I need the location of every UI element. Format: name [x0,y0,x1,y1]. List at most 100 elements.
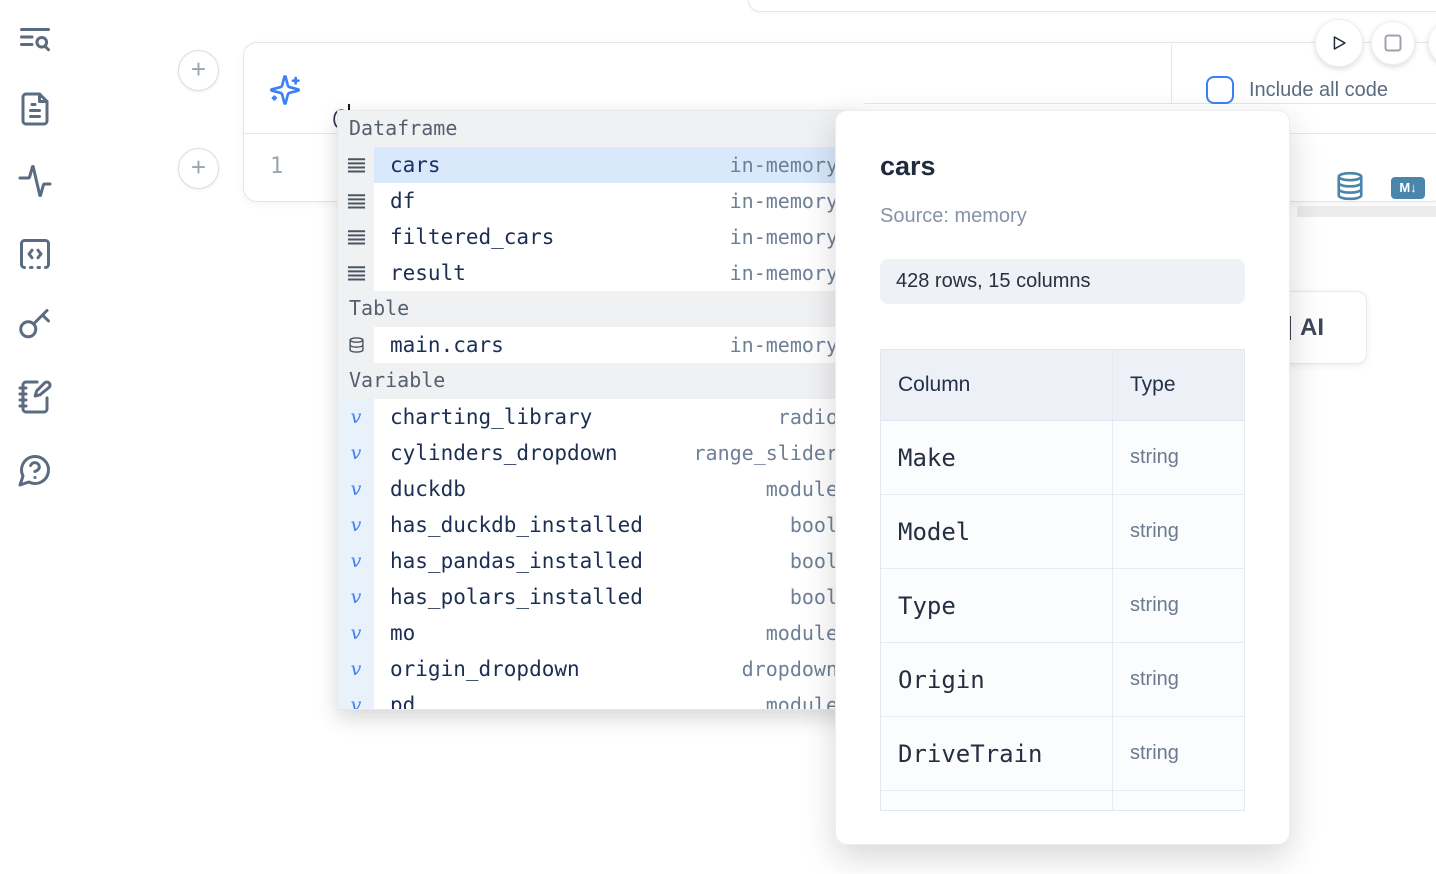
shape-badge: 428 rows, 15 columns [880,259,1245,304]
file-text-icon[interactable] [17,91,55,129]
include-all-code-checkbox[interactable] [1206,76,1234,104]
dataframe-rows-icon [338,147,374,183]
add-cell-below-button[interactable]: + [178,148,219,189]
autocomplete-item[interactable]: v has_duckdb_installed bool [338,507,856,543]
variable-icon: v [338,687,374,709]
markdown-toggle-icon[interactable]: M↓ [1391,177,1425,199]
sidebar [0,0,72,874]
autocomplete-item-type: radio [777,405,838,429]
autocomplete-item-name: has_polars_installed [390,585,643,609]
column-type-cell: string [1130,594,1179,616]
column-name-cell: Make [881,421,1113,494]
autocomplete-item-name: has_duckdb_installed [390,513,643,537]
stop-button[interactable] [1371,21,1415,65]
column-type-cell [1113,791,1244,810]
schema-table-row-partial [881,791,1244,810]
preview-title: cars [880,151,936,181]
schema-table-row: Type string [881,569,1244,643]
variable-icon: v [338,651,374,687]
autocomplete-item-name: cylinders_dropdown [390,441,618,465]
column-header: Column [881,350,1113,420]
autocomplete-item[interactable]: main.cars in-memory [338,327,856,363]
autocomplete-item-type: dropdown [741,657,838,681]
sparkles-ai-icon [269,74,301,106]
column-name-cell: Model [881,495,1113,568]
ai-button-label: AI [1300,313,1324,341]
column-type-cell: string [1130,446,1179,468]
dataframe-rows-icon [338,219,374,255]
key-icon[interactable] [17,306,55,344]
line-number: 1 [270,154,284,179]
autocomplete-item-name: main.cars [390,333,504,357]
include-all-code-box: Include all code [1171,45,1436,104]
autocomplete-section-header: Dataframe [338,111,856,147]
dataframe-rows-icon [338,255,374,291]
stop-icon [1384,34,1402,52]
variable-icon: v [338,543,374,579]
variable-icon: v [338,507,374,543]
autocomplete-item[interactable]: v has_pandas_installed bool [338,543,856,579]
include-all-code-label[interactable]: Include all code [1249,79,1388,101]
autocomplete-item-name: result [390,261,466,285]
autocomplete-item-type: in-memory [729,225,838,249]
autocomplete-section-header: Table [338,291,856,327]
preview-source: Source: memory [880,205,1027,227]
autocomplete-item[interactable]: result in-memory [338,255,856,291]
help-chat-question-icon[interactable] [17,452,55,490]
scratchpad-notebook-pen-icon[interactable] [17,379,55,417]
autocomplete-item-type: in-memory [729,333,838,357]
autocomplete-item-type: in-memory [729,153,838,177]
schema-table-header-row: Column Type [881,350,1244,421]
autocomplete-item-type: bool [789,549,838,573]
database-sources-icon[interactable] [1335,170,1365,202]
activity-icon[interactable] [17,163,55,201]
autocomplete-item[interactable]: v origin_dropdown dropdown [338,651,856,687]
add-cell-above-button[interactable]: + [178,50,219,91]
autocomplete-item-name: df [390,189,416,213]
schema-table-row: Origin string [881,643,1244,717]
variable-icon: v [338,579,374,615]
play-icon [1333,36,1346,50]
variable-icon: v [338,615,374,651]
database-icon [338,327,374,363]
variable-icon: v [338,435,374,471]
autocomplete-item[interactable]: v cylinders_dropdown range_slider [338,435,856,471]
column-type-cell: string [1130,742,1179,764]
column-type-cell: string [1130,520,1179,542]
file-explorer-search-icon[interactable] [17,22,55,60]
prompt-divider [864,103,1171,104]
autocomplete-item-type: bool [789,513,838,537]
autocomplete-item-name: has_pandas_installed [390,549,643,573]
autocomplete-item-type: module [765,477,838,501]
autocomplete-item-name: mo [390,621,416,645]
type-header: Type [1130,373,1176,396]
column-name-cell: Origin [881,643,1113,716]
autocomplete-item-name: origin_dropdown [390,657,580,681]
autocomplete-item-type: in-memory [729,261,838,285]
column-name-cell: Type [881,569,1113,642]
autocomplete-item[interactable]: cars in-memory [338,147,856,183]
schema-table-row: Make string [881,421,1244,495]
autocomplete-item-name: cars [390,153,441,177]
column-type-cell: string [1130,668,1179,690]
snippets-code-icon[interactable] [17,236,55,274]
autocomplete-item-name: duckdb [390,477,466,501]
column-name-cell [881,791,1113,810]
autocomplete-item-type: range_slider [693,441,839,465]
autocomplete-item-type: module [765,621,838,645]
dataframe-rows-icon [338,183,374,219]
console-divider [1297,206,1436,217]
run-cell-button[interactable] [1315,19,1363,67]
variable-icon: v [338,471,374,507]
